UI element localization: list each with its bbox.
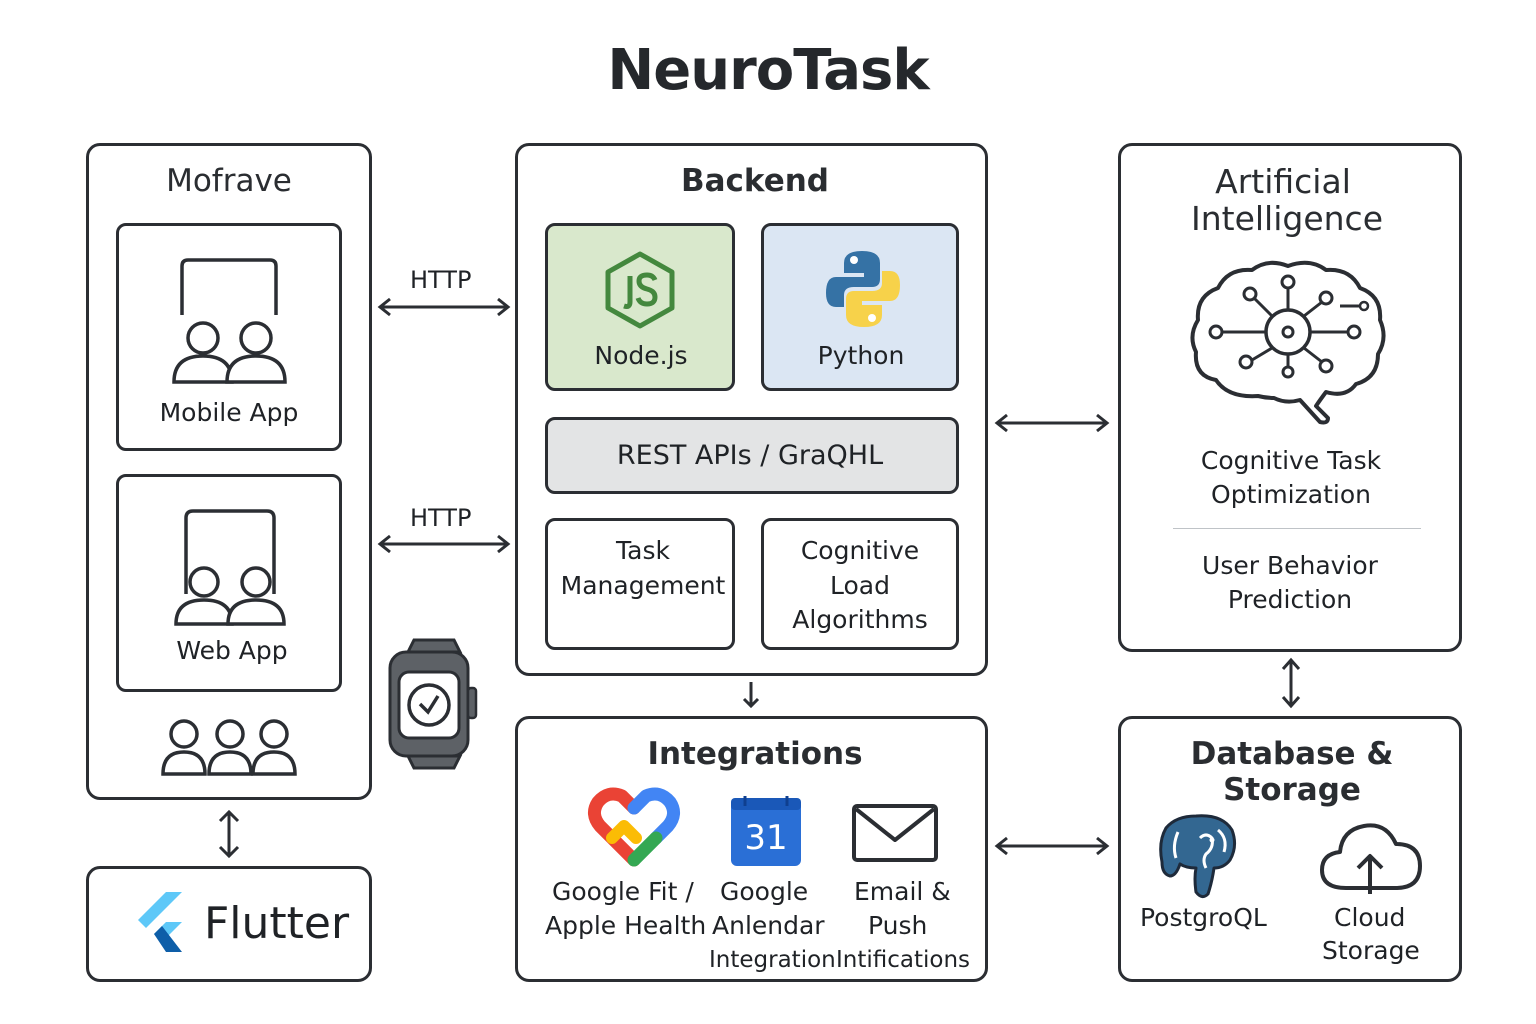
email-icon: [852, 804, 938, 862]
users-group-icon: [161, 719, 297, 776]
http-bottom-label: HTTP: [410, 504, 472, 532]
cognitive-label-line2: Load: [830, 571, 890, 600]
cognitive-label-line1: Cognitive: [800, 536, 920, 565]
ai-panel: [1118, 143, 1462, 652]
http-bottom-arrow: [377, 534, 511, 554]
brain-network-icon: [1190, 260, 1386, 425]
backend-integrations-arrow: [742, 682, 760, 709]
ai-database-arrow: [1281, 657, 1301, 709]
task-management-card[interactable]: [545, 518, 735, 650]
task-label-line2: Management: [560, 571, 726, 600]
fit-label-line2: Apple Health: [545, 911, 707, 940]
flutter-label: Flutter: [204, 898, 350, 949]
cloud-upload-icon: [1320, 823, 1422, 894]
rest-api-bar[interactable]: [545, 417, 959, 494]
page-title: NeuroTask: [607, 38, 929, 103]
email-label-line3: Intifications: [836, 947, 971, 973]
postgresql-icon: [1159, 814, 1237, 899]
python-logo-icon: [826, 251, 900, 327]
ai-divider: [1173, 528, 1421, 529]
cognitive-load-card[interactable]: [761, 518, 959, 650]
google-fit-icon: [588, 787, 680, 867]
ai-item2-line2: Prediction: [1227, 585, 1353, 614]
http-top-label: HTTP: [410, 266, 472, 294]
fit-label-line1: Google Fit /: [552, 877, 694, 906]
email-label-line2: Push: [868, 911, 928, 940]
web-app-label: Web App: [176, 636, 288, 665]
mobile-users-icon: [172, 258, 287, 384]
integrations-database-arrow: [994, 836, 1110, 856]
ai-heading-line2: Intelligence: [1190, 199, 1383, 238]
nodejs-logo-icon: [605, 251, 675, 329]
nodejs-card[interactable]: [545, 223, 735, 391]
http-top-arrow: [377, 297, 511, 317]
postgres-label: PostgroQL: [1140, 903, 1267, 932]
flutter-box: [86, 866, 372, 982]
calendar-label-line2: Anlendar: [712, 911, 825, 940]
python-label: Python: [817, 341, 905, 370]
email-label-line1: Email &: [854, 877, 951, 906]
ai-item1-line2: Optimization: [1211, 480, 1371, 509]
calendar-label-line1: Google: [720, 877, 809, 906]
frontend-heading: Mofrave: [166, 163, 292, 199]
database-heading-line2: Storage: [1223, 772, 1361, 808]
rest-api-label: REST APIs / GraQHL: [616, 440, 884, 471]
integrations-heading: Integrations: [647, 736, 863, 772]
nodejs-label: Node.js: [594, 341, 688, 370]
backend-ai-arrow: [994, 413, 1110, 433]
ai-item2-line1: User Behavior: [1202, 551, 1378, 580]
ai-item1-line1: Cognitive Task: [1200, 446, 1382, 475]
calendar-icon: [731, 796, 801, 866]
backend-heading: Backend: [681, 163, 829, 199]
flutter-logo-icon: [138, 892, 182, 952]
web-users-icon: [174, 509, 286, 626]
cloud-label-line2: Storage: [1322, 936, 1420, 965]
calendar-label-line3: Integration: [709, 947, 836, 973]
cognitive-label-line3: Algorithms: [792, 605, 928, 634]
mobile-app-label: Mobile App: [159, 398, 299, 427]
web-app-card[interactable]: [116, 474, 342, 692]
mobile-app-card[interactable]: [116, 223, 342, 451]
ai-heading-line1: Artificial: [1215, 162, 1351, 201]
task-label-line1: Task: [616, 536, 670, 565]
smartwatch-icon: [388, 638, 478, 770]
calendar-day: 31: [744, 818, 788, 858]
cloud-label-line1: Cloud: [1334, 903, 1406, 932]
database-heading-line1: Database &: [1190, 736, 1394, 772]
frontend-flutter-arrow: [218, 809, 240, 859]
